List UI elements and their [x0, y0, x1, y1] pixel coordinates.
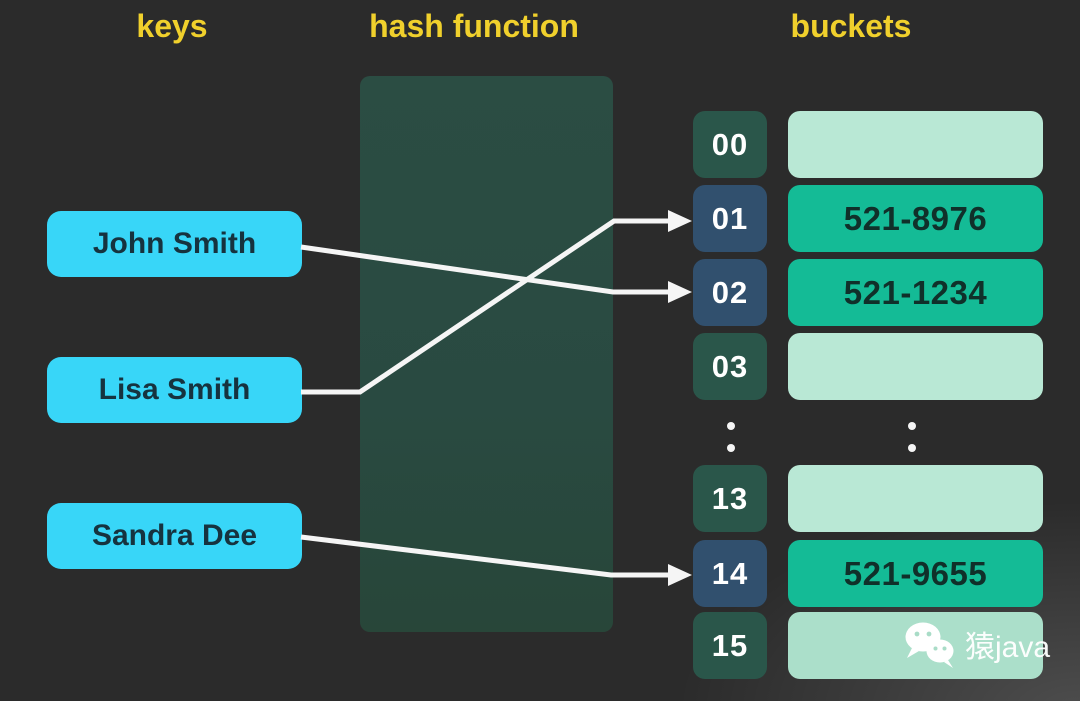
index-box-01: 01 — [693, 185, 767, 252]
index-ellipsis-dots — [727, 422, 735, 452]
index-box-14: 14 — [693, 540, 767, 607]
column-title-buckets: buckets — [790, 8, 912, 44]
index-label: 14 — [711, 555, 749, 591]
index-label: 00 — [711, 126, 749, 162]
bucket-box-13-empty — [788, 465, 1043, 532]
key-box-lisa-smith: Lisa Smith — [47, 357, 302, 423]
bucket-box-00-empty — [788, 111, 1043, 178]
key-label: Sandra Dee — [91, 519, 258, 552]
bucket-value: 521-1234 — [843, 273, 988, 311]
index-label: 03 — [711, 348, 749, 384]
bucket-value: 521-8976 — [843, 199, 988, 237]
bucket-box-01: 521-8976 — [788, 185, 1043, 252]
index-box-03: 03 — [693, 333, 767, 400]
index-label: 01 — [711, 200, 749, 236]
bucket-box-03-empty — [788, 333, 1043, 400]
hash-function-box — [360, 76, 613, 632]
index-label: 15 — [711, 627, 749, 663]
key-box-john-smith: John Smith — [47, 211, 302, 277]
index-box-00: 00 — [693, 111, 767, 178]
bucket-ellipsis-dots — [908, 422, 916, 452]
watermark-label: 猿java — [965, 631, 1051, 664]
bucket-value: 521-9655 — [843, 554, 988, 592]
index-box-02: 02 — [693, 259, 767, 326]
key-label: Lisa Smith — [98, 373, 251, 406]
watermark: 猿java — [903, 620, 1050, 668]
wechat-icon — [905, 622, 954, 668]
arrowhead-02 — [668, 281, 692, 303]
index-label: 13 — [711, 480, 749, 516]
bucket-box-14: 521-9655 — [788, 540, 1043, 607]
column-title-hash-function: hash function — [369, 8, 579, 44]
column-title-keys: keys — [136, 8, 208, 44]
arrowhead-14 — [668, 564, 692, 586]
key-box-sandra-dee: Sandra Dee — [47, 503, 302, 569]
key-label: John Smith — [92, 227, 257, 260]
bucket-box-02: 521-1234 — [788, 259, 1043, 326]
arrowhead-01 — [668, 210, 692, 232]
index-box-15: 15 — [693, 612, 767, 679]
index-label: 02 — [711, 274, 749, 310]
index-box-13: 13 — [693, 465, 767, 532]
